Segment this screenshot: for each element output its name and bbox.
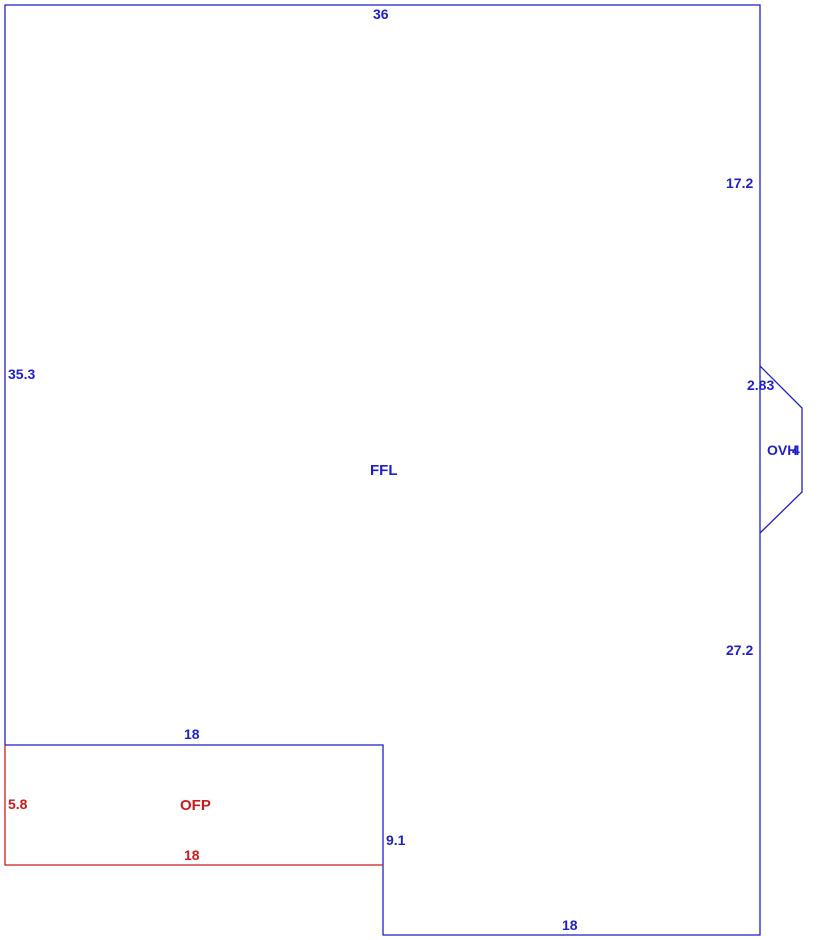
dim-bay-width-label: 2.83 xyxy=(747,377,775,393)
dim-left-label: 35.3 xyxy=(8,366,36,382)
dim-right-upper-label: 17.2 xyxy=(726,175,754,191)
dim-bay-depth-label: 4 xyxy=(792,442,800,458)
dim-bottom-label: 18 xyxy=(562,917,578,933)
ovh-outline xyxy=(759,365,803,534)
ovh-area-label: OVH xyxy=(767,442,798,458)
ofp-area-label: OFP xyxy=(180,797,211,814)
dim-notch-top-label: 18 xyxy=(184,726,200,742)
dim-ofp-bottom-label: 18 xyxy=(184,847,200,863)
dim-right-lower-label: 27.2 xyxy=(726,642,754,658)
ffl-outline xyxy=(4,4,761,936)
ffl-area-label: FFL xyxy=(370,462,398,479)
dim-notch-side-label: 9.1 xyxy=(386,832,406,848)
dim-ofp-side-label: 5.8 xyxy=(8,796,28,812)
ofp-outline xyxy=(4,745,383,866)
dim-top-label: 36 xyxy=(373,6,389,22)
